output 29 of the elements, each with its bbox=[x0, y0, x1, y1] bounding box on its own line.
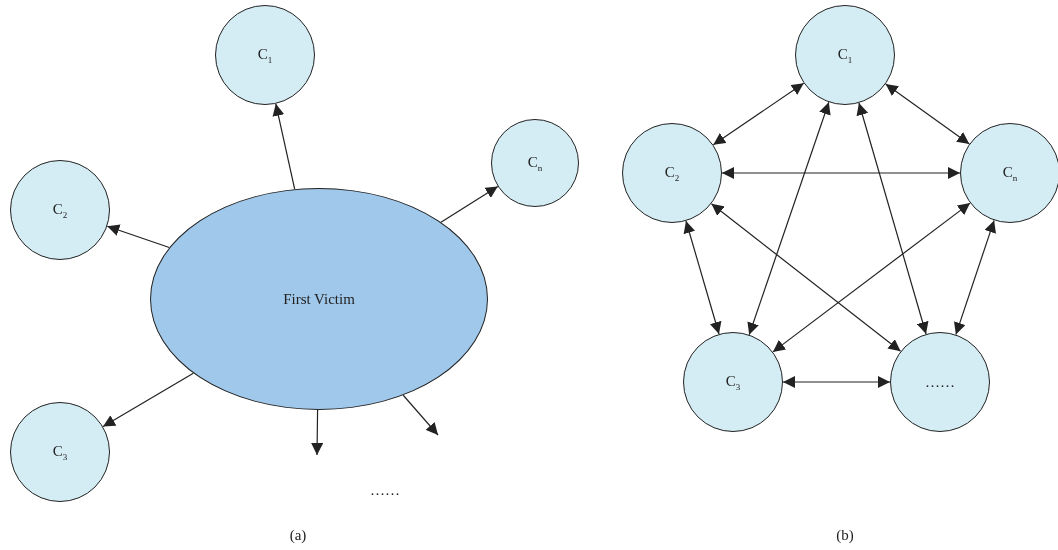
arrow bbox=[106, 224, 170, 249]
double-arrow bbox=[885, 83, 970, 145]
double-arrow bbox=[721, 167, 961, 179]
node-label: C$_{n}$ bbox=[1002, 163, 1018, 183]
node-label: C$_{1}$ bbox=[257, 45, 273, 65]
double-arrow bbox=[772, 202, 971, 353]
double-arrow bbox=[712, 82, 805, 146]
node-label: C$_{n}$ bbox=[527, 153, 543, 173]
node-label: C$_{3}$ bbox=[725, 372, 741, 392]
node-label: C$_{2}$ bbox=[52, 200, 68, 220]
node-label: C$_{2}$ bbox=[664, 163, 680, 183]
double-arrow bbox=[683, 220, 722, 335]
panel-label: (b) bbox=[836, 526, 854, 544]
double-arrow bbox=[747, 101, 831, 336]
node-label: C$_{1}$ bbox=[837, 45, 853, 65]
double-arrow bbox=[710, 203, 902, 352]
double-arrow bbox=[954, 219, 996, 336]
double-arrow bbox=[782, 376, 891, 388]
double-arrow bbox=[856, 102, 929, 335]
arrow bbox=[272, 103, 296, 190]
node-label: C$_{3}$ bbox=[52, 442, 68, 462]
arrow bbox=[102, 372, 194, 428]
panel-label: (a) bbox=[289, 526, 307, 544]
arrow bbox=[311, 409, 324, 456]
ellipsis-text: …… bbox=[370, 481, 400, 499]
arrow bbox=[440, 185, 499, 223]
node-label: First Victim bbox=[283, 290, 355, 308]
arrow bbox=[402, 394, 439, 436]
node-label: …… bbox=[925, 373, 955, 391]
